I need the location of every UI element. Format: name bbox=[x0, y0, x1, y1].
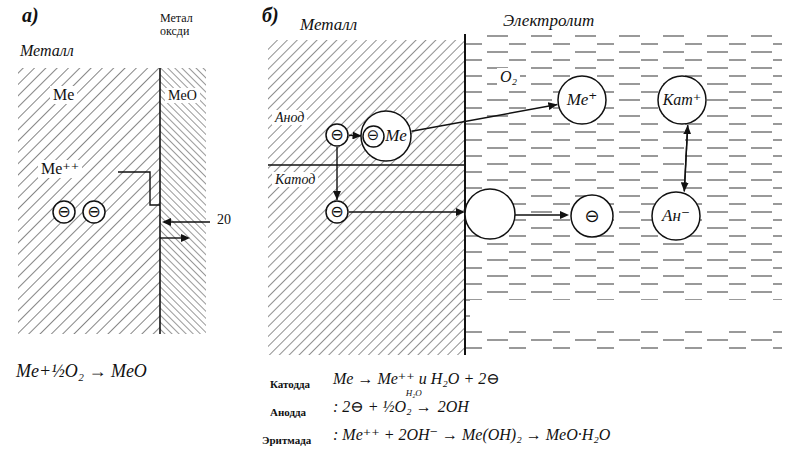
oxide-layer bbox=[160, 68, 206, 334]
leader-line bbox=[118, 172, 160, 205]
text-label: Эритмада bbox=[262, 434, 311, 446]
node-text-group: ⊖ bbox=[584, 207, 599, 226]
node-text-group: Ан⁻ bbox=[662, 207, 690, 225]
arrow-connector bbox=[336, 147, 337, 200]
text-label: Me → Me⁺⁺ и H₂O + 2⊖ bbox=[333, 370, 500, 388]
circle-shape bbox=[361, 111, 411, 161]
node-label: ⊖ bbox=[584, 207, 599, 226]
arrow-line bbox=[170, 221, 210, 222]
text-label: Метал оксди bbox=[160, 12, 210, 37]
circle-node: Me⁺ bbox=[557, 75, 607, 125]
text-label: H₂O bbox=[406, 389, 422, 399]
arrow-connector bbox=[684, 125, 687, 191]
interface-line bbox=[159, 68, 161, 334]
arrow-line bbox=[349, 211, 457, 212]
electrolyte-band bbox=[470, 300, 782, 330]
text-label: а) bbox=[22, 4, 39, 26]
node-label: Ан⁻ bbox=[662, 207, 690, 225]
text-label: MeO bbox=[165, 88, 200, 103]
metal-region bbox=[18, 68, 160, 334]
text-label: Me⁺⁺ bbox=[38, 160, 82, 178]
node-label: ⊖ bbox=[87, 204, 100, 221]
node-label: ⊖ bbox=[330, 204, 343, 221]
circle-shape bbox=[658, 76, 706, 124]
text-label: : 2⊖ + ½O₂ → bbox=[333, 398, 432, 416]
circle-node: Me ⊖ bbox=[360, 110, 412, 162]
circle-node: ⊖ bbox=[570, 194, 614, 238]
circle-shape bbox=[53, 201, 75, 223]
interface-line bbox=[464, 34, 466, 355]
text-label: Электролит bbox=[500, 12, 597, 31]
text-label: Me+½O₂ → MeO bbox=[16, 362, 147, 382]
arrow-connector bbox=[412, 105, 558, 132]
circle-shape bbox=[363, 126, 384, 147]
node-text-group: ⊖ bbox=[57, 204, 70, 221]
text-label: Металл bbox=[300, 16, 357, 35]
node-text-group: ⊖ bbox=[87, 204, 100, 221]
circle-shape bbox=[326, 201, 348, 223]
text-label: Катодда bbox=[270, 378, 310, 390]
circle-shape bbox=[558, 76, 606, 124]
circle-shape bbox=[326, 124, 348, 146]
circle-node: ⊖ bbox=[52, 200, 76, 224]
text-label: 20 bbox=[214, 212, 234, 227]
node-label: ⊖ bbox=[330, 127, 343, 144]
text-label: Анод bbox=[272, 110, 307, 125]
arrow-line bbox=[515, 214, 561, 215]
arrow-head bbox=[181, 234, 190, 242]
text-label: O₂ bbox=[497, 68, 520, 86]
node-label: ⊖ bbox=[57, 204, 70, 221]
circle-shape bbox=[652, 192, 700, 240]
circle-shape bbox=[83, 201, 105, 223]
arrow-line bbox=[160, 237, 182, 238]
node-text-group: ⊖ bbox=[330, 127, 343, 144]
arrow-connector bbox=[349, 135, 362, 137]
node-text-group: ⊖ bbox=[330, 204, 343, 221]
metal-region bbox=[268, 40, 465, 355]
text-label: Me bbox=[50, 86, 77, 104]
text-label: Катод bbox=[272, 172, 318, 187]
anode-cathode-line bbox=[268, 164, 465, 166]
circle-node: Ан⁻ bbox=[651, 191, 701, 241]
node-label: Me⁺ bbox=[567, 91, 598, 109]
text-label: б) bbox=[262, 4, 279, 26]
node-text-group: Me⁺ bbox=[567, 91, 598, 109]
text-label: 2OH bbox=[438, 398, 469, 416]
circle-node: ⊖ bbox=[325, 200, 349, 224]
arrow-head bbox=[456, 208, 465, 216]
node-label: Кат⁺ bbox=[663, 92, 702, 109]
circle-node: ⊖ bbox=[325, 123, 349, 147]
empty-circle bbox=[465, 189, 515, 239]
node-label: Me bbox=[385, 127, 407, 145]
circle-shape bbox=[571, 195, 613, 237]
circle-node: ⊖ bbox=[362, 125, 385, 148]
arrow-connector bbox=[684, 125, 687, 191]
text-label: Анодда bbox=[270, 406, 306, 418]
electrolyte-region bbox=[465, 34, 782, 355]
text-label: Металл bbox=[20, 42, 74, 60]
node-label: ⊖ bbox=[367, 128, 380, 144]
arrow-head bbox=[560, 211, 569, 219]
text-label: : Me⁺⁺ + 2OH⁻ → Me(OH)₂ → MeO·H₂O bbox=[333, 426, 610, 444]
arrow-head bbox=[162, 218, 171, 226]
node-text-group: Кат⁺ bbox=[663, 92, 702, 109]
circle-node: ⊖ bbox=[82, 200, 106, 224]
node-text-group: ⊖ bbox=[367, 128, 380, 144]
circle-node: Кат⁺ bbox=[657, 75, 707, 125]
